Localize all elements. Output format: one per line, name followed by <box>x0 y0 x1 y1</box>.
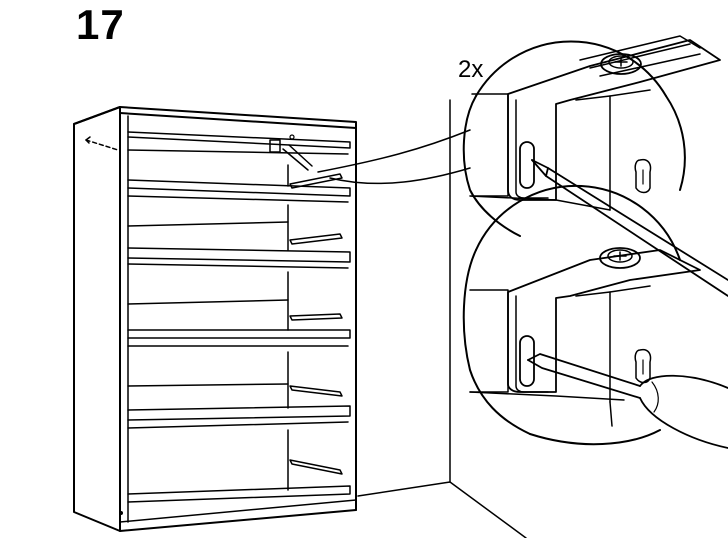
detail-circle-top <box>462 35 721 237</box>
dresser-illustration <box>73 106 357 532</box>
drawer-slide-icon <box>289 173 343 475</box>
detail-circle-bottom <box>462 184 701 446</box>
screw-icon <box>599 247 641 269</box>
callout-pointer <box>317 129 471 185</box>
screwdriver-icon <box>527 353 728 449</box>
step-number: 17 <box>76 1 125 48</box>
screw-icon <box>600 53 642 75</box>
top-rail <box>127 131 351 171</box>
wall-corner <box>357 99 527 538</box>
screwdriver-icon <box>531 159 728 297</box>
drawer-openings <box>127 164 351 503</box>
quantity-label: 2x <box>458 56 484 83</box>
